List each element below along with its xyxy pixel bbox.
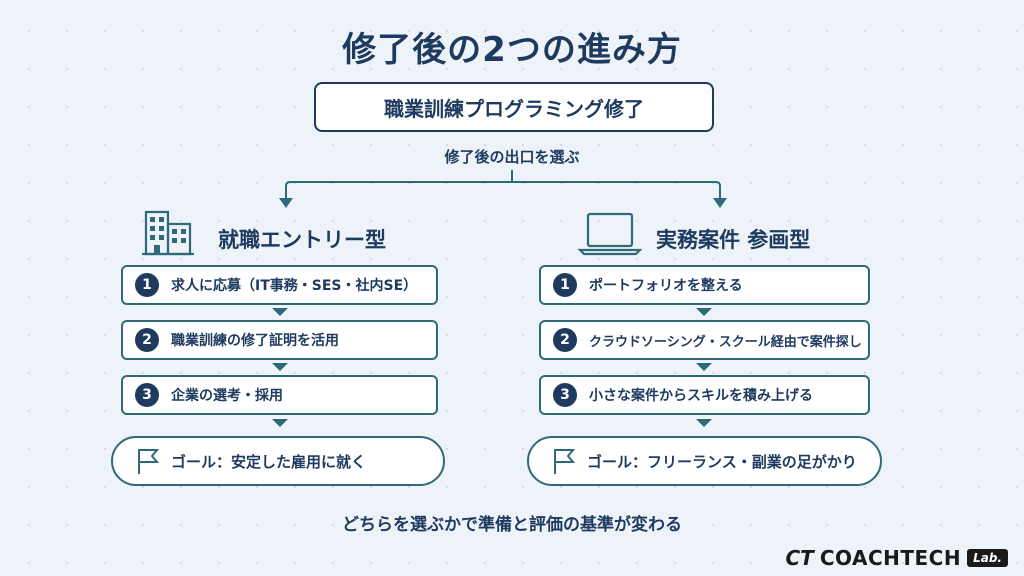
left-goal: ゴール：安定した雇用に就く: [111, 436, 445, 486]
left-step-1: 1 求人に応募（IT事務・SES・社内SE）: [121, 265, 438, 305]
goal-text: ゴール：安定した雇用に就く: [171, 452, 367, 471]
right-step-2: 2 クラウドソーシング・スクール経由で案件探し: [539, 320, 870, 360]
step-number: 2: [553, 328, 577, 352]
step-number: 1: [135, 273, 159, 297]
step-text: 小さな案件からスキルを積み上げる: [589, 388, 813, 404]
step-text: ポートフォリオを整える: [589, 278, 743, 294]
step-text: クラウドソーシング・スクール経由で案件探し: [589, 334, 862, 350]
step-text: 企業の選考・採用: [171, 388, 283, 404]
step-number: 3: [553, 383, 577, 407]
step-number: 3: [135, 383, 159, 407]
right-step-3: 3 小さな案件からスキルを積み上げる: [539, 375, 870, 415]
left-step-3: 3 企業の選考・採用: [121, 375, 438, 415]
step-text: 求人に応募（IT事務・SES・社内SE）: [171, 278, 418, 294]
logo-mark: CT: [785, 546, 814, 570]
building-icon: [140, 208, 196, 260]
flag-icon: [138, 449, 160, 474]
logo-text: COACHTECH: [819, 546, 962, 570]
logo-badge: Lab.: [967, 549, 1008, 567]
step-text: 職業訓練の修了証明を活用: [171, 333, 339, 349]
right-column-title: 実務案件 参画型: [656, 228, 811, 252]
footer-note: どちらを選ぶかで準備と評価の基準が変わる: [342, 515, 682, 535]
goal-text: ゴール：フリーランス・副業の足がかり: [587, 452, 857, 471]
start-box: 職業訓練プログラミング修了: [314, 82, 714, 132]
step-number: 2: [135, 328, 159, 352]
right-step-1: 1 ポートフォリオを整える: [539, 265, 870, 305]
page-title: 修了後の2つの進み方: [342, 30, 682, 70]
right-goal: ゴール：フリーランス・副業の足がかり: [527, 436, 882, 486]
flag-icon: [554, 449, 576, 474]
branch-label: 修了後の出口を選ぶ: [444, 148, 580, 166]
arrow-right-head: [713, 198, 727, 208]
left-step-2: 2 職業訓練の修了証明を活用: [121, 320, 438, 360]
step-number: 1: [553, 273, 577, 297]
coachtech-logo: CT COACHTECH Lab.: [785, 546, 1008, 570]
arrow-left-head: [279, 198, 293, 208]
laptop-icon: [577, 210, 643, 260]
left-column-title: 就職エントリー型: [218, 228, 386, 252]
